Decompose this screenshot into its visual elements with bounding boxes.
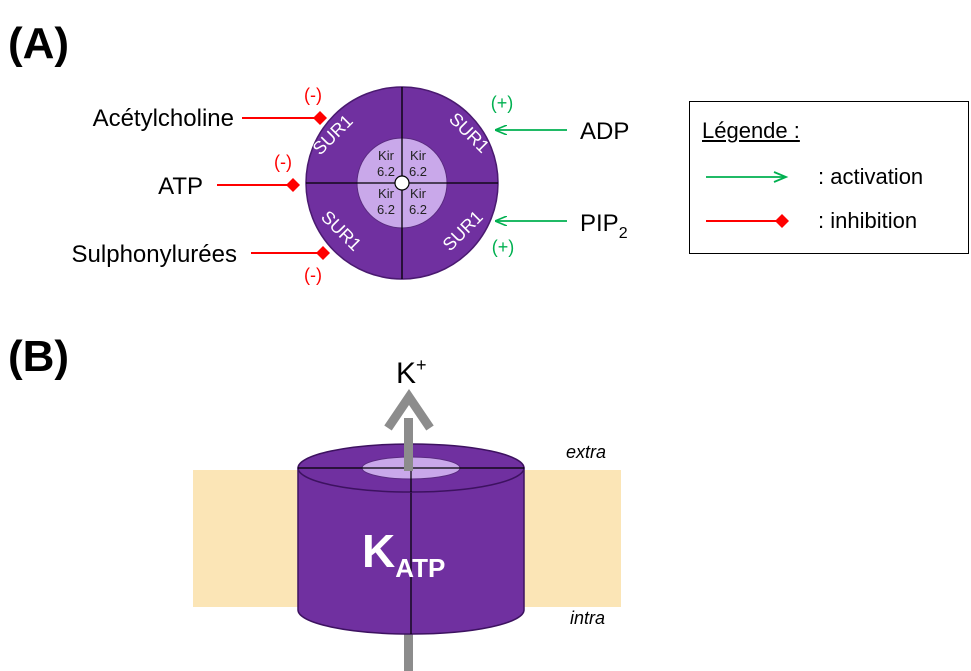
legend: Légende : : activation : inhibition	[689, 101, 969, 254]
panel-a-label: (A)	[8, 19, 69, 68]
legend-row-inhibition: : inhibition	[702, 206, 967, 236]
inhibitor-sulphonylurees: Sulphonylurées	[72, 241, 237, 268]
potassium-ion-label: K+	[396, 355, 427, 390]
katp-channel-cylinder	[297, 443, 525, 635]
sign-pip2: (+)	[492, 237, 515, 257]
activator-pip2: PIP2	[580, 210, 628, 242]
kir-label-tr: Kir	[410, 148, 427, 163]
inhibitor-acetylcholine: Acétylcholine	[93, 105, 234, 132]
legend-inhibition-line	[706, 214, 789, 228]
legend-inhibition-label: : inhibition	[818, 208, 918, 233]
inhibition-head-atp	[286, 178, 300, 192]
kir-label-bl: Kir	[378, 186, 395, 201]
inhibitor-atp: ATP	[158, 173, 203, 200]
channel-top-view: SUR1 SUR1 SUR1 SUR1 Kir 6.2 Kir 6.2 Kir …	[305, 86, 499, 280]
sign-sulphonylurees: (-)	[304, 265, 322, 285]
pore	[394, 175, 410, 191]
legend-row-activation: : activation	[702, 162, 967, 192]
legend-activation-arrow	[706, 171, 789, 183]
ion-arrow-head	[384, 388, 434, 431]
legend-title: Légende :	[702, 118, 800, 143]
inhibition-head-sulphonylurees	[316, 246, 330, 260]
kir-label-tl: Kir	[378, 148, 395, 163]
kir-label-br: Kir	[410, 186, 427, 201]
intracellular-label: intra	[570, 608, 605, 628]
sign-adp: (+)	[491, 93, 514, 113]
ion-path-stem	[404, 628, 413, 671]
kir-num-tl: 6.2	[377, 164, 395, 179]
ion-arrow-shaft	[404, 418, 413, 471]
kir-num-tr: 6.2	[409, 164, 427, 179]
sign-atp: (-)	[274, 152, 292, 172]
sign-acetylcholine: (-)	[304, 85, 322, 105]
panel-b-label: (B)	[8, 332, 69, 381]
activator-adp: ADP	[580, 118, 629, 145]
legend-activation-label: : activation	[818, 164, 924, 189]
channel-label: KATP	[362, 525, 445, 583]
kir-num-bl: 6.2	[377, 202, 395, 217]
kir-num-br: 6.2	[409, 202, 427, 217]
extracellular-label: extra	[566, 442, 606, 462]
inhibition-head-acetylcholine	[313, 111, 327, 125]
